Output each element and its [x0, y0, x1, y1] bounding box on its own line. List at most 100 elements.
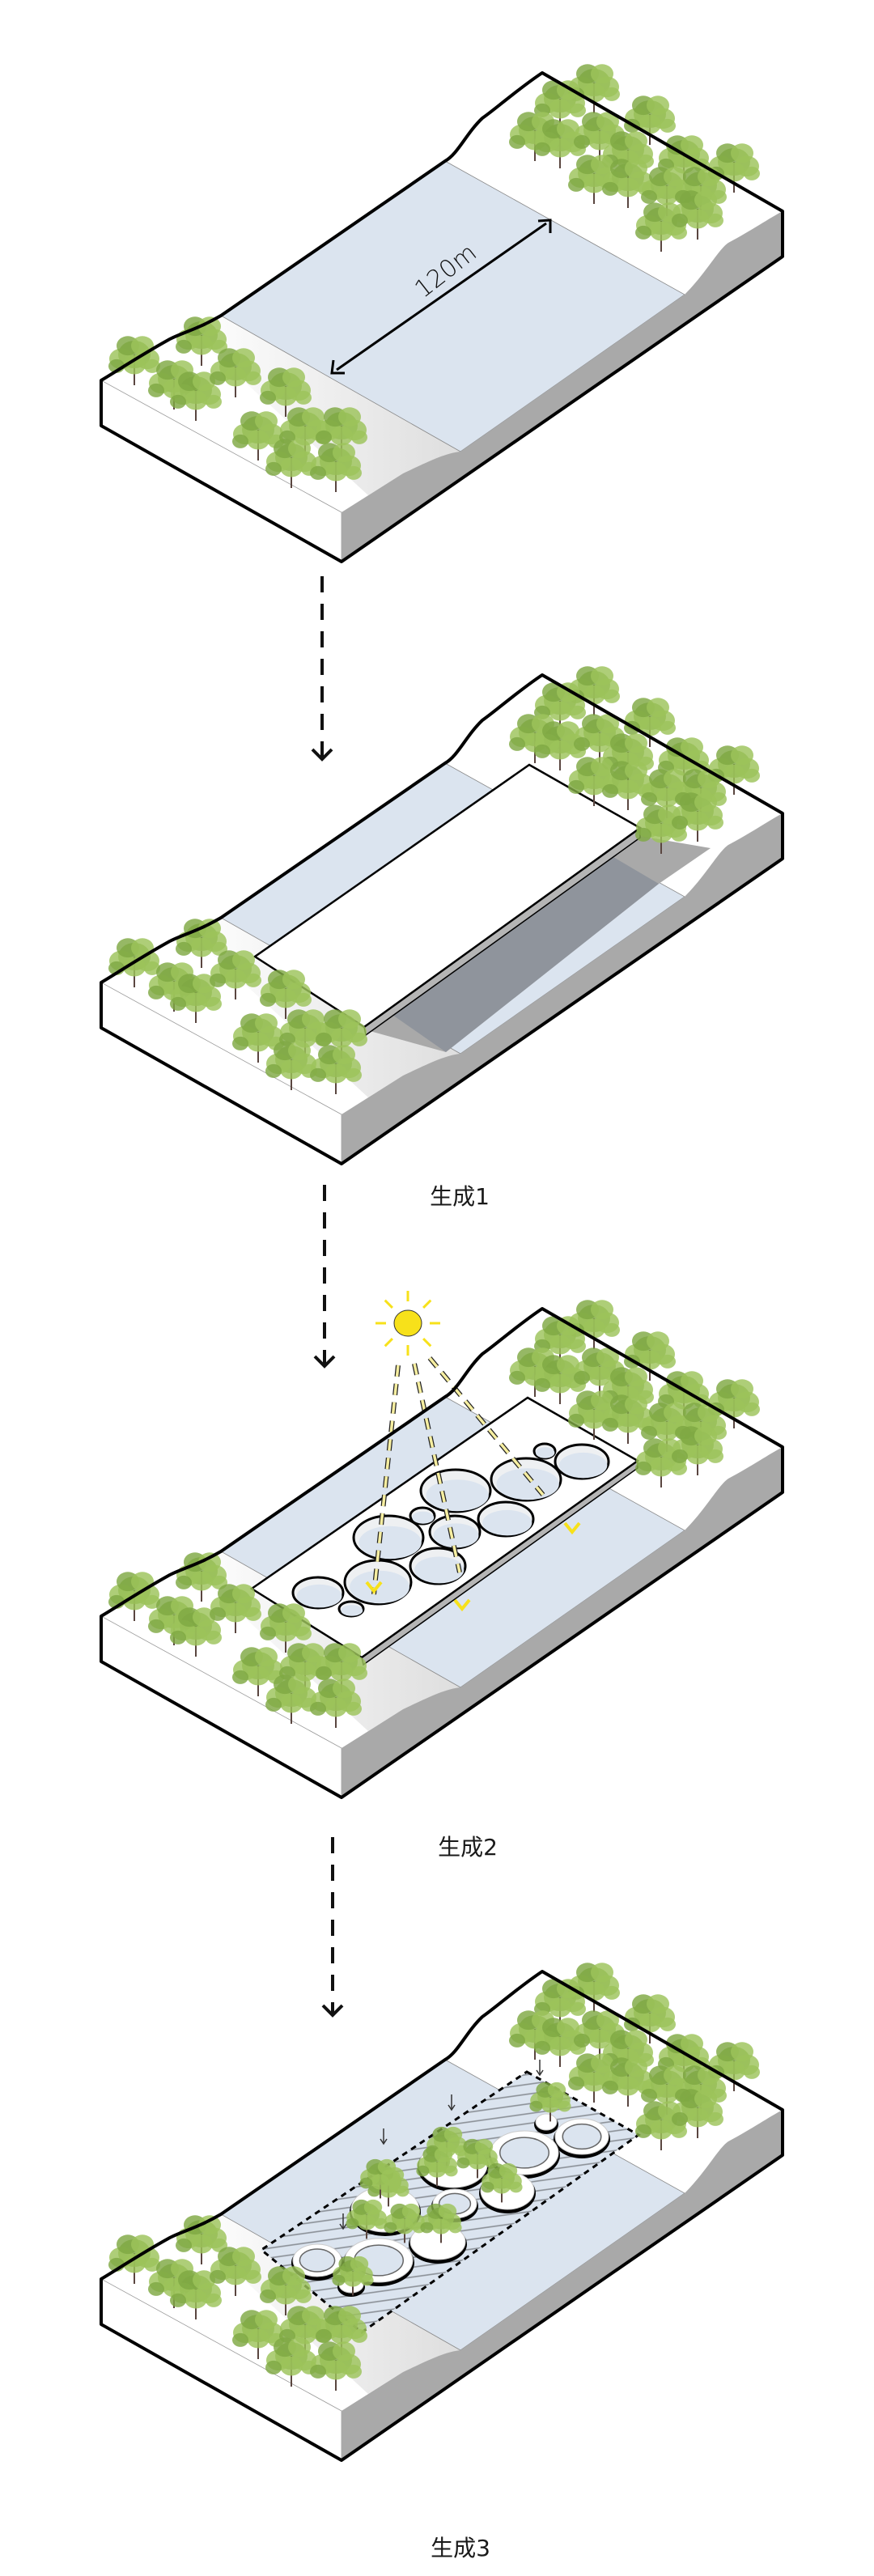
tree-crown	[602, 783, 618, 798]
tree-crown	[588, 1366, 611, 1386]
tree-crown	[351, 430, 367, 444]
tree-crown	[144, 961, 160, 975]
tree-crown	[247, 2328, 269, 2349]
tree-crown	[210, 973, 226, 987]
tree-crown	[591, 155, 613, 175]
tree-crown	[635, 2124, 651, 2138]
tree-crown	[557, 1355, 579, 1375]
tree-icon	[232, 1647, 284, 1696]
tree-crown	[224, 1602, 247, 1623]
tree-crown	[570, 2001, 586, 2016]
tree-icon	[108, 1572, 160, 1621]
tree-crown	[650, 2120, 672, 2140]
site-block-step1	[100, 666, 784, 1165]
site-block-step3	[100, 1963, 784, 2462]
tree-crown	[723, 162, 745, 182]
sun-ray	[384, 1299, 393, 1309]
tree-crown	[148, 1619, 164, 1633]
tree-crown	[148, 985, 164, 999]
tree-crown	[310, 465, 326, 480]
tree-crown	[343, 2271, 363, 2287]
sunlight-ray	[365, 1364, 401, 1595]
tree-crown	[547, 2082, 566, 2098]
tree-crown	[346, 2217, 359, 2230]
tree-icon	[602, 2057, 654, 2107]
tree-icon	[260, 1603, 312, 1653]
tree-icon	[672, 1426, 723, 1475]
tree-crown	[681, 2034, 703, 2054]
tree-crown	[549, 701, 571, 721]
tree-crown	[596, 112, 619, 132]
tree-icon	[456, 2138, 499, 2179]
tree-crown	[420, 2222, 434, 2234]
platform-opening	[299, 2248, 336, 2273]
tree-icon	[316, 407, 367, 456]
tree-crown	[557, 2018, 579, 2038]
tree-crown	[583, 2072, 605, 2092]
tree-crown	[245, 2269, 261, 2284]
tree-crown	[509, 736, 525, 751]
tree-icon	[232, 1013, 284, 1063]
tree-icon	[176, 2215, 227, 2264]
tree-crown	[650, 221, 672, 241]
tree-crown	[330, 2324, 353, 2345]
tree-crown	[443, 2126, 463, 2142]
tree-crown	[274, 386, 297, 406]
tree-crown	[534, 744, 550, 758]
tree-crown	[574, 2033, 590, 2048]
tree-crown	[574, 1370, 590, 1385]
tree-crown	[330, 1661, 353, 1682]
tree-crown	[625, 2030, 647, 2050]
tree-crown	[549, 1335, 571, 1355]
tree-crown	[639, 114, 661, 134]
tree-crown	[185, 390, 207, 410]
tree-crown	[346, 1701, 362, 1716]
tree-crown	[193, 2270, 215, 2290]
tree-crown	[591, 1963, 613, 1983]
tree-crown	[434, 2146, 453, 2162]
tree-icon	[170, 1607, 222, 1657]
tree-crown	[274, 1622, 297, 1642]
tree-crown	[350, 2256, 369, 2272]
tree-crown	[265, 1697, 282, 1712]
tree-crown	[295, 2289, 312, 2303]
tree-crown	[625, 159, 647, 179]
light-well	[291, 1576, 345, 1610]
tree-crown	[672, 1449, 688, 1463]
tree-crown	[650, 1457, 672, 1477]
tree-icon	[310, 2341, 362, 2391]
tree-crown	[660, 118, 676, 133]
tree-crown	[388, 2177, 401, 2189]
tree-crown	[170, 2293, 186, 2307]
tree-crown	[170, 996, 186, 1011]
tree-crown	[664, 1403, 686, 1423]
tree-crown	[148, 383, 164, 397]
tree-crown	[731, 2042, 753, 2062]
tree-icon	[574, 112, 626, 161]
tree-crown	[639, 2013, 661, 2033]
tree-crown	[625, 1394, 647, 1415]
tree-crown	[591, 2053, 613, 2073]
tree-crown	[346, 2364, 362, 2379]
tree-crown	[481, 2181, 494, 2193]
tree-crown	[694, 2089, 717, 2109]
tree-crown	[351, 2328, 367, 2343]
tree-crown	[568, 2076, 584, 2090]
tree-crown	[694, 792, 717, 813]
tree-icon	[260, 367, 312, 417]
tree-crown	[333, 1678, 355, 1699]
tree-crown	[338, 1643, 361, 1663]
light-well	[337, 1600, 365, 1618]
tree-crown	[193, 974, 215, 994]
tree-crown	[549, 740, 571, 760]
tree-icon	[529, 2082, 571, 2122]
block-outline	[100, 673, 784, 1165]
tree-icon	[672, 792, 723, 842]
left-riverbank	[190, 1551, 460, 1731]
sunlight-ray-fill	[413, 1363, 461, 1573]
tree-crown	[131, 336, 154, 356]
tree-crown	[534, 142, 550, 156]
tree-crown	[123, 957, 146, 977]
platform-opening	[499, 2137, 549, 2169]
tree-crown	[468, 2154, 487, 2170]
